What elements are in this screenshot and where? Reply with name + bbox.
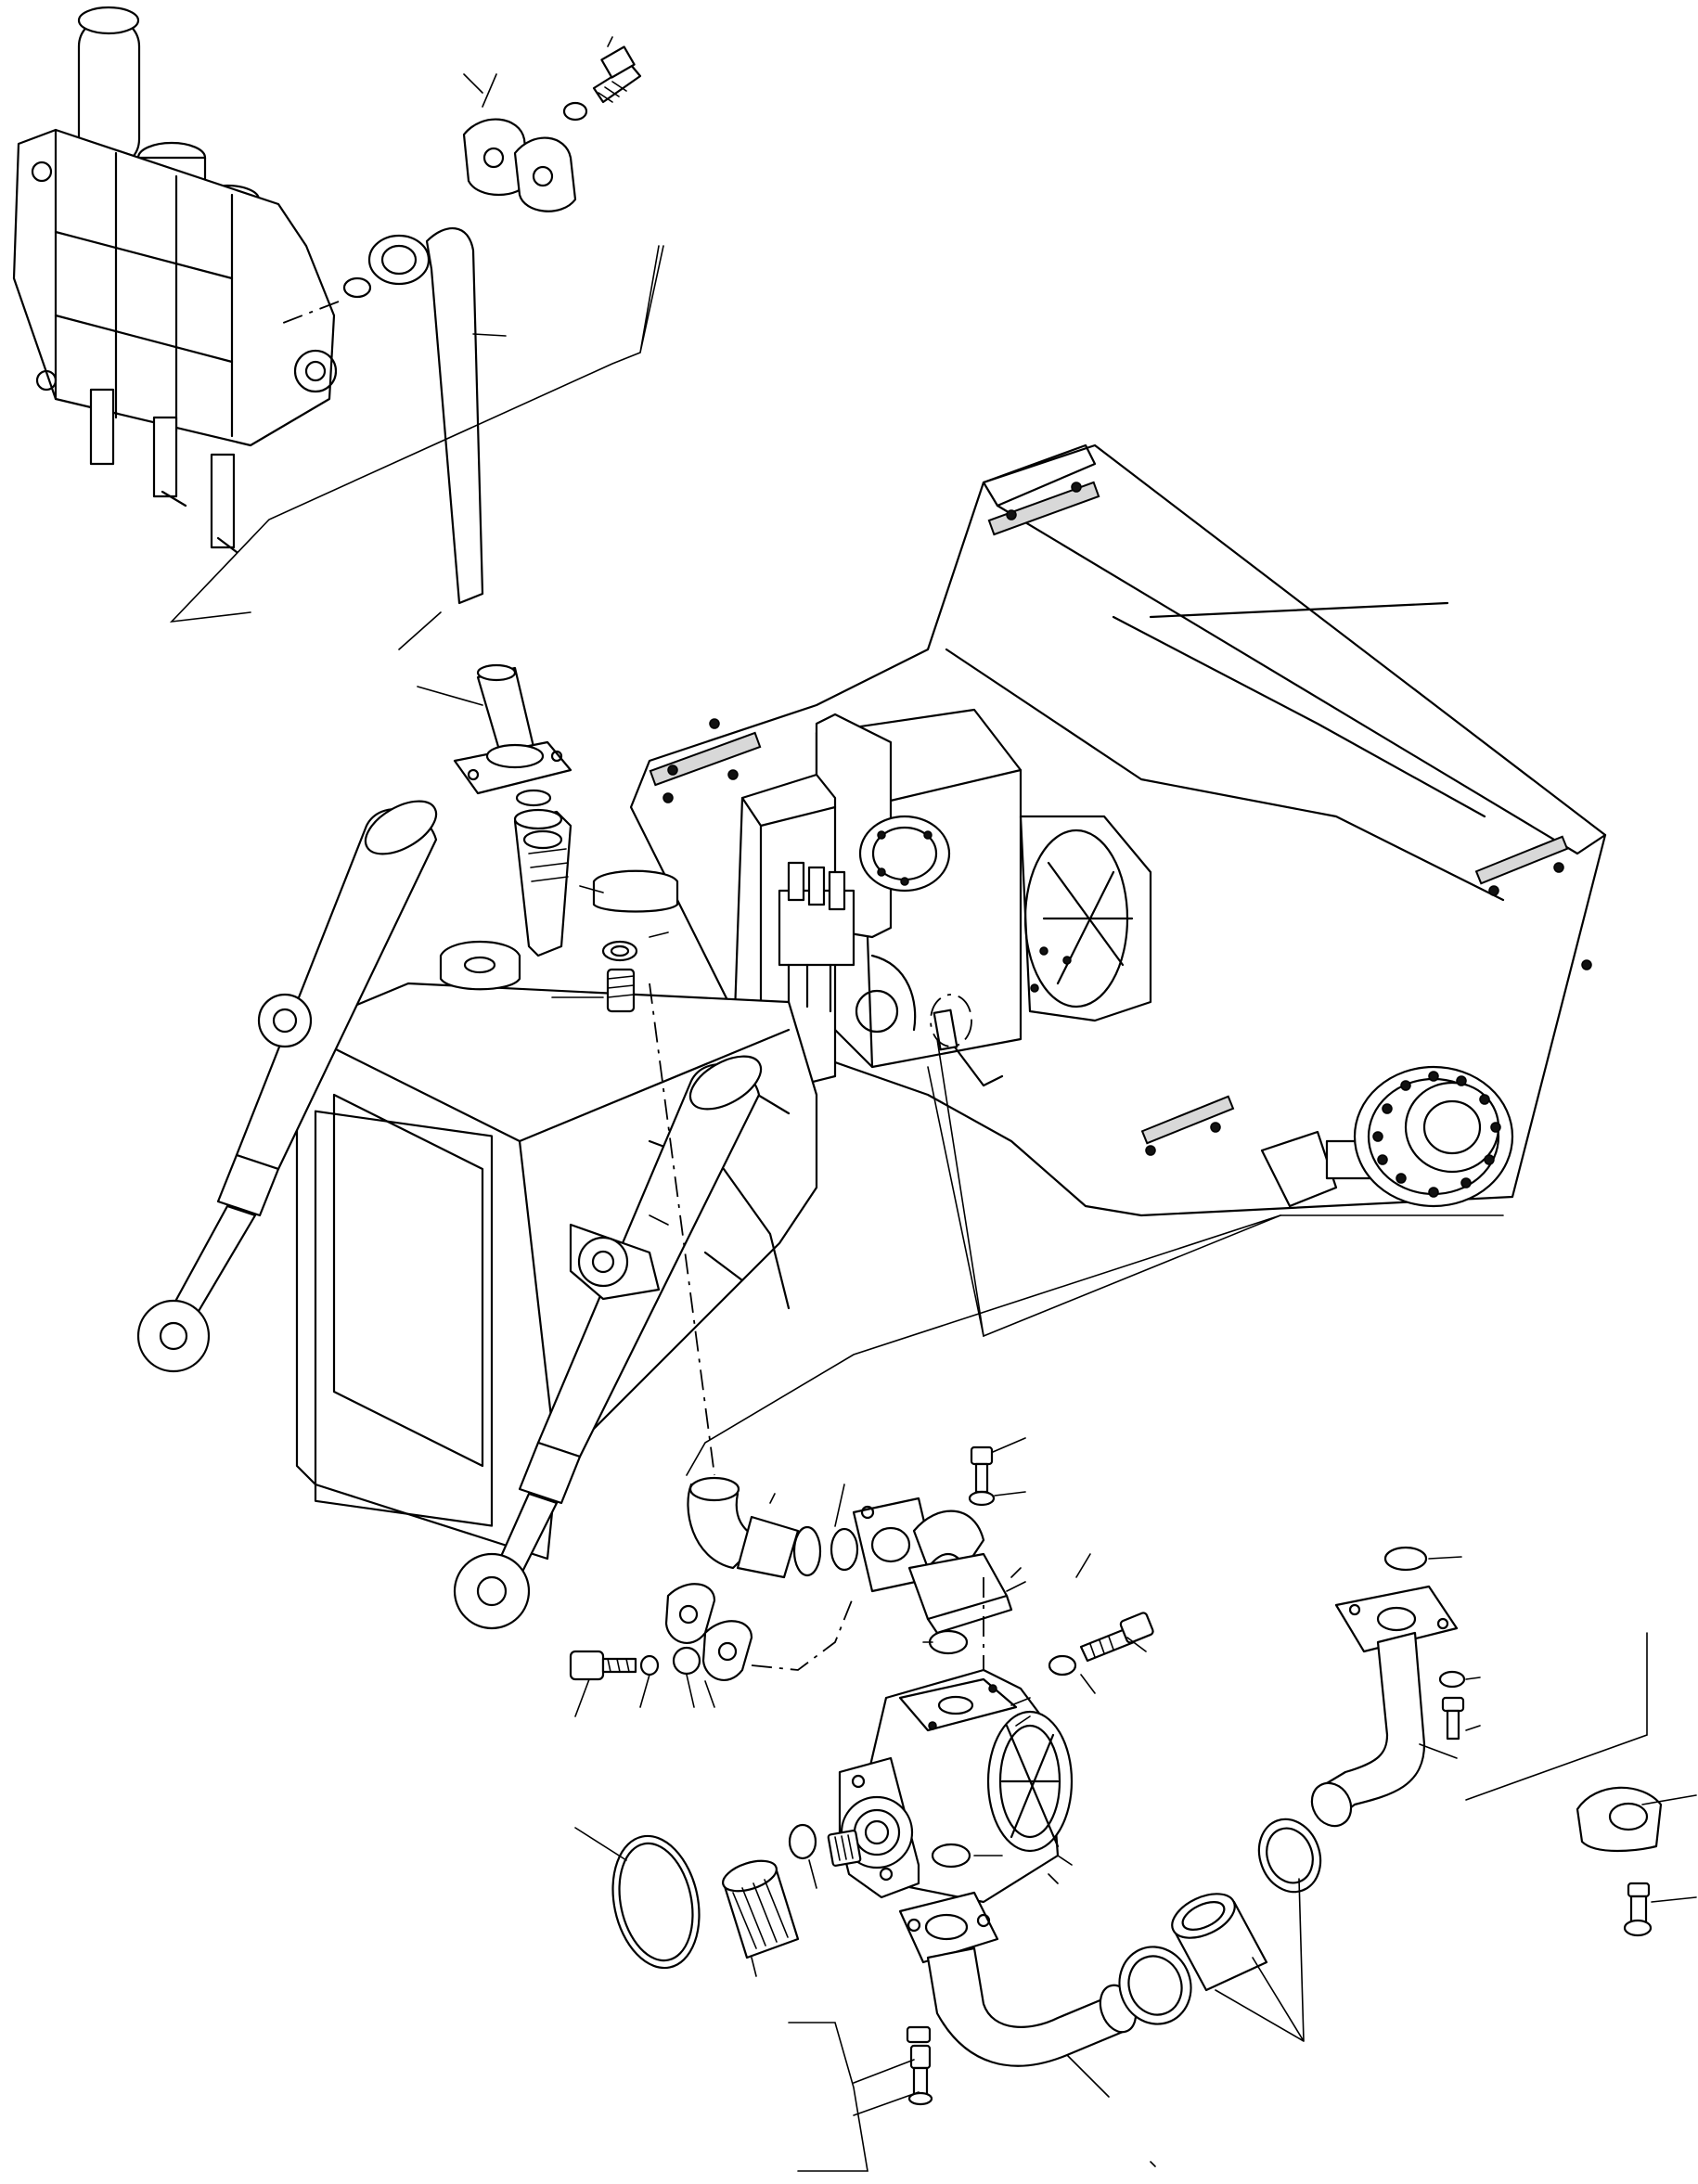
splined-coupling	[722, 1823, 817, 1977]
large-o-ring	[574, 1827, 701, 1970]
pump-inlet-flange	[852, 1497, 1013, 1635]
tube-fitting-upper	[367, 227, 484, 605]
hose-couplings	[1118, 1818, 1322, 2042]
clamp-halves-mid	[439, 869, 679, 1013]
pump-mount-bolt	[1048, 1612, 1154, 1694]
outlet-flange-pipe	[898, 1891, 1138, 2098]
hydraulic-pump	[827, 1668, 1074, 1904]
hose-elbow	[687, 1476, 822, 1579]
axle-motor	[1019, 815, 1375, 1208]
pipe-flange-bolt	[1438, 1670, 1481, 1741]
lift-cylinder-left	[136, 800, 438, 1373]
control-valve-assembly	[12, 6, 338, 554]
lift-cylinder-right	[453, 1055, 763, 1630]
wheel-hub	[1353, 1065, 1514, 1208]
split-clamp-lower	[569, 1583, 753, 1717]
suction-pipe-right	[1310, 1546, 1462, 1828]
clamp-far-right	[1465, 1632, 1697, 1937]
lower-bolts	[853, 2025, 933, 2116]
flange-bolts	[968, 1437, 1026, 1592]
suction-pipe-flange	[453, 663, 572, 957]
split-flange-upper	[462, 36, 642, 212]
